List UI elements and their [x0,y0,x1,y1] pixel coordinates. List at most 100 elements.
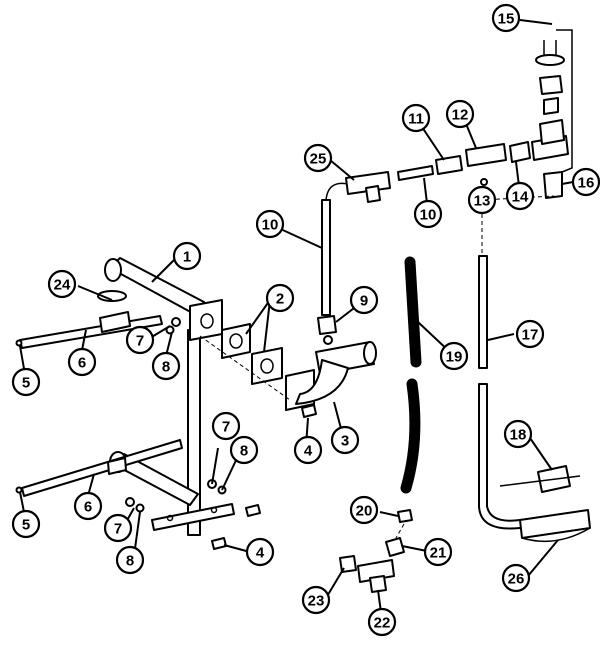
callout-label: 9 [360,293,368,310]
callout-label: 12 [452,107,469,124]
callout-circle [73,491,103,521]
callout-label: 5 [22,375,30,392]
callout-5: 5 [11,367,41,397]
callout-label: 13 [474,193,491,210]
callout-label: 1 [183,249,191,266]
callout-circle [367,607,397,637]
callout-label: 19 [446,349,463,366]
callout-7: 7 [125,325,155,355]
callout-label: 15 [498,11,515,28]
upper-rod-assembly [19,290,181,349]
callout-label: 17 [522,327,539,344]
callout-label: 10 [420,207,437,224]
callout-circle [413,199,443,229]
elbow-pipe [295,315,377,405]
callout-15: 15 [491,3,521,33]
callout-circle [245,537,275,567]
callout-19: 19 [439,341,469,371]
callout-circle [467,185,497,215]
callout-label: 6 [78,355,86,372]
callout-circle [11,367,41,397]
callout-label: 2 [276,291,284,308]
callout-circle [47,269,77,299]
callout-23: 23 [301,585,331,615]
callout-label: 11 [408,111,424,128]
callout-label: 8 [162,359,170,376]
callout-1: 1 [172,241,202,271]
callout-circle [515,319,545,349]
callout-label: 14 [512,189,529,206]
lower-rod-assembly [15,339,261,550]
callout-label: 25 [310,151,327,168]
callout-7: 7 [103,513,133,543]
callout-label: 7 [114,521,122,538]
callout-circle [265,283,295,313]
callout-label: 4 [256,545,265,562]
callout-3: 3 [330,425,360,455]
callout-circle [103,513,133,543]
callout-8: 8 [151,351,181,381]
callout-21: 21 [423,537,453,567]
callout-17: 17 [515,319,545,349]
callout-circle [67,347,97,377]
callout-label: 21 [430,545,447,562]
callout-26: 26 [501,563,531,593]
callout-label: 10 [262,217,279,234]
callout-10: 10 [255,209,285,239]
callout-circle [172,241,202,271]
callout-18: 18 [503,419,533,449]
callout-circle [330,425,360,455]
callout-8: 8 [229,435,259,465]
callout-20: 20 [349,495,379,525]
callout-label: 18 [510,427,527,444]
callout-25: 25 [303,143,333,173]
callout-label: 8 [240,443,248,460]
callout-circle [445,99,475,129]
callout-7: 7 [211,411,241,441]
callout-circle [491,3,521,33]
callout-22: 22 [367,607,397,637]
callout-circle [211,411,241,441]
callout-6: 6 [67,347,97,377]
callout-label: 22 [374,615,391,632]
callout-circle [503,419,533,449]
callout-circle [255,209,285,239]
callout-label: 20 [356,503,373,520]
callout-4: 4 [245,537,275,567]
callout-11: 11 [401,103,431,133]
callout-circle [423,537,453,567]
callout-label: 7 [222,419,230,436]
callout-label: 5 [22,517,30,534]
callout-label: 3 [341,433,349,450]
callout-circle [349,495,379,525]
callout-circle [439,341,469,371]
callout-label: 8 [126,553,134,570]
callout-24: 24 [47,269,77,299]
callout-16: 16 [571,167,600,197]
callout-label: 7 [136,333,144,350]
callout-4: 4 [293,435,323,465]
callout-2: 2 [265,283,295,313]
callout-circle [505,181,535,211]
callout-circle [303,143,333,173]
callout-circle [401,103,431,133]
callout-8: 8 [115,545,145,575]
top-pipe-assembly [321,29,573,316]
right-tube-assembly [478,255,591,543]
callout-10: 10 [413,199,443,229]
callout-circle [501,563,531,593]
callout-circle [301,585,331,615]
callout-circle [151,351,181,381]
callout-label: 6 [84,499,92,516]
callout-circle [115,545,145,575]
callout-label: 26 [508,571,525,588]
callout-circle [125,325,155,355]
callout-6: 6 [73,491,103,521]
callout-13: 13 [467,185,497,215]
hose [339,256,422,593]
callout-12: 12 [445,99,475,129]
callout-circle [349,285,379,315]
callout-circle [11,509,41,539]
